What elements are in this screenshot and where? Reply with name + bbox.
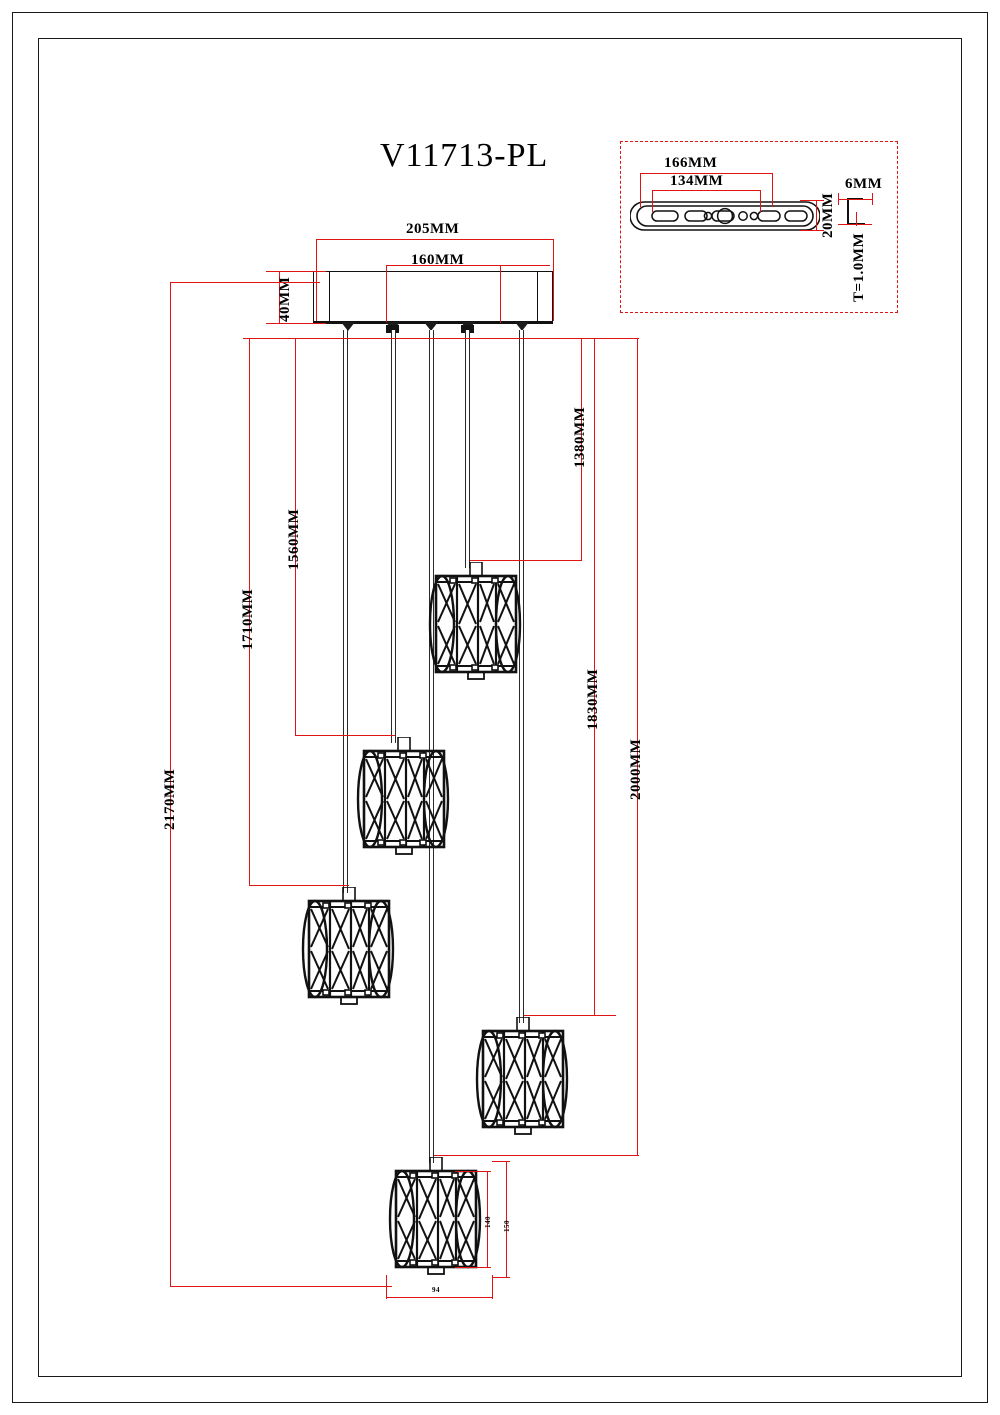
dim-ext-166-left xyxy=(640,173,641,207)
dim-ext-shade-w-right xyxy=(492,1275,493,1299)
dim-ext-1380-bot xyxy=(470,560,582,561)
dim-label-shade-outer-height: 150 xyxy=(503,1220,511,1232)
suspension-rod-5 xyxy=(429,330,434,1163)
dim-label-1830: 1830MM xyxy=(585,668,601,730)
pendant-shade-2 xyxy=(356,737,450,855)
sheet-border-inner xyxy=(38,38,962,1377)
dim-ext-160-right xyxy=(500,265,501,323)
rod-cap-1 xyxy=(341,322,355,331)
suspension-rod-1 xyxy=(465,330,470,568)
dim-label-40: 40MM xyxy=(277,276,293,322)
dim-ext-1560-bot xyxy=(295,735,395,736)
dim-ext-2000-top xyxy=(243,338,639,339)
mounting-bracket-drawing xyxy=(630,201,820,231)
suspension-rod-4 xyxy=(519,330,524,1023)
rod-cap-5 xyxy=(515,322,529,331)
dim-line-1710 xyxy=(249,338,250,885)
dim-label-shade-height: 140 xyxy=(484,1216,492,1228)
dim-ext-20-bot xyxy=(800,230,824,231)
dim-line-205 xyxy=(316,239,553,240)
canopy-edge-left xyxy=(329,272,331,322)
dim-label-shade-width: 94 xyxy=(432,1286,440,1294)
dim-ext-2170-top xyxy=(170,282,320,283)
dim-ext-1710-bot xyxy=(249,885,349,886)
sheet-border-outer xyxy=(12,12,988,1403)
dim-ext-shade-w-left xyxy=(386,1275,387,1299)
dim-line-shade-width xyxy=(386,1297,492,1298)
pendant-shade-5 xyxy=(388,1157,482,1275)
dim-label-20: 20MM xyxy=(820,192,836,238)
dim-label-1380: 1380MM xyxy=(572,406,588,468)
dim-line-1830 xyxy=(594,338,595,1015)
suspension-rod-3 xyxy=(343,330,348,893)
dim-ext-shade-h-bot xyxy=(455,1267,491,1268)
dim-ext-134-right xyxy=(760,190,761,212)
dim-label-160: 160MM xyxy=(411,252,465,268)
dim-ext-40-top xyxy=(266,271,326,272)
dim-ext-40-bot xyxy=(266,323,326,324)
dim-label-134: 134MM xyxy=(670,173,724,189)
dim-ext-2000-bot xyxy=(434,1155,639,1156)
dim-ext-134-left xyxy=(652,190,653,212)
dim-line-20 xyxy=(816,200,817,230)
dim-label-1710: 1710MM xyxy=(240,588,256,650)
page-title: V11713-PL xyxy=(380,137,549,174)
dim-line-6 xyxy=(838,199,872,200)
dim-line-134 xyxy=(652,190,760,191)
dim-ext-160-left xyxy=(386,265,387,323)
suspension-rod-2 xyxy=(391,330,396,743)
dim-ext-2170-bot xyxy=(170,1286,392,1287)
dim-ext-thickness xyxy=(856,212,857,226)
dim-label-6: 6MM xyxy=(845,176,883,192)
dim-ext-6-right xyxy=(872,193,873,205)
dim-ext-6-left xyxy=(838,193,839,205)
dim-line-40 xyxy=(279,271,280,323)
dim-label-2170: 2170MM xyxy=(162,768,178,830)
dim-ext-166-right xyxy=(772,173,773,207)
ceiling-canopy xyxy=(313,271,553,323)
dim-ext-shade-oh-bot xyxy=(492,1277,510,1278)
dim-line-2000 xyxy=(637,338,638,1155)
pendant-shade-3 xyxy=(301,887,395,1005)
canopy-edge-right xyxy=(537,272,539,322)
pendant-shade-1 xyxy=(428,562,522,680)
dim-line-166 xyxy=(640,173,772,174)
dim-label-166: 166MM xyxy=(664,155,718,171)
dim-ext-shade-oh-top xyxy=(492,1161,510,1162)
dim-line-thickness xyxy=(838,224,872,225)
dim-line-shade-outer-height xyxy=(506,1161,507,1277)
dim-ext-205-left xyxy=(316,239,317,321)
bracket-step-profile xyxy=(847,198,865,225)
pendant-shade-4 xyxy=(475,1017,569,1135)
dim-line-2170 xyxy=(170,282,171,1286)
bracket-detail-box xyxy=(620,141,898,313)
dim-ext-205-right xyxy=(553,239,554,321)
dim-line-160 xyxy=(386,265,550,266)
rod-cap-3 xyxy=(424,322,438,331)
dim-line-1380 xyxy=(581,338,582,560)
dim-label-thickness: T=1.0MM xyxy=(851,232,867,302)
dim-ext-20-top xyxy=(800,200,824,201)
dim-label-2000: 2000MM xyxy=(628,738,644,800)
dim-line-shade-height xyxy=(487,1171,488,1267)
rod-nut-2 xyxy=(386,325,399,333)
rod-nut-4 xyxy=(461,325,474,333)
dim-ext-shade-h-top xyxy=(455,1171,491,1172)
dim-label-1560: 1560MM xyxy=(286,508,302,570)
dim-ext-1830-bot xyxy=(524,1015,616,1016)
dim-line-1560 xyxy=(295,338,296,735)
dim-label-205: 205MM xyxy=(406,221,460,237)
